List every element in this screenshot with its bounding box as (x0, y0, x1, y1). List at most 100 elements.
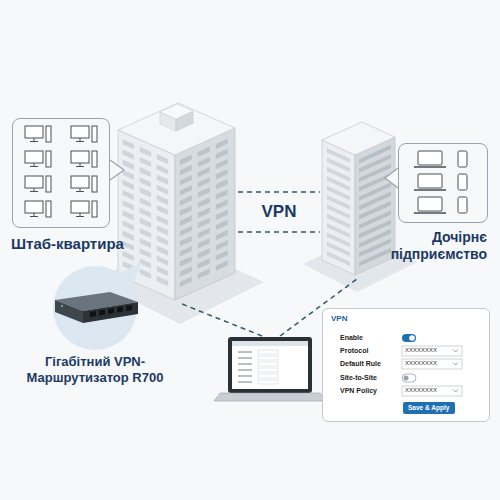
window (123, 241, 134, 251)
building-face (355, 137, 395, 275)
pc-tower (46, 176, 51, 192)
window (140, 228, 151, 238)
pc-base (30, 216, 38, 217)
pc-monitor (71, 176, 89, 188)
window (157, 164, 168, 174)
laptop-base (414, 212, 446, 214)
pc-base (76, 141, 84, 142)
pc-stand (34, 163, 35, 166)
toggle-off (402, 374, 416, 382)
pc-tower (92, 126, 97, 142)
screen-field (258, 362, 278, 366)
window (157, 266, 168, 276)
window (180, 216, 192, 226)
field-label: Default Rule (340, 360, 381, 368)
panel-ground (322, 308, 490, 422)
window-band (359, 201, 391, 220)
window (216, 199, 228, 209)
laptop-display (232, 341, 308, 389)
dashed-link (238, 191, 320, 193)
window (180, 276, 192, 286)
pc-monitor (25, 126, 43, 138)
pc-base (76, 191, 84, 192)
office-box: Дочірнє підприємство (398, 143, 488, 223)
window (180, 236, 192, 246)
window (123, 180, 134, 190)
router-port (99, 310, 105, 316)
pc-tower (46, 151, 51, 167)
router-led (61, 305, 63, 307)
window (198, 187, 210, 197)
toggle-on (402, 334, 416, 342)
pc-monitor (71, 201, 89, 213)
window (198, 268, 210, 278)
pc-monitor (25, 176, 43, 188)
window (180, 226, 192, 236)
field-value: XXXXXXXX (405, 387, 437, 394)
window (216, 260, 228, 270)
window (198, 258, 210, 268)
dropdown-chevron (453, 363, 458, 366)
office-box: Штаб-квартира (12, 118, 110, 228)
window (216, 179, 228, 189)
window-band (359, 238, 391, 257)
pc-group (25, 126, 97, 217)
window-band (359, 173, 391, 192)
pc-tower (46, 126, 51, 142)
window-band (359, 229, 391, 248)
callout-pointer (385, 168, 398, 188)
settings-panel-art (322, 308, 490, 422)
window (198, 177, 210, 187)
screen-line (238, 357, 252, 359)
pc-monitor (71, 151, 89, 163)
laptop-base (414, 189, 446, 191)
pc-base (30, 141, 38, 142)
screen-field (258, 350, 278, 354)
window (216, 230, 228, 240)
window (140, 238, 151, 248)
screen-line (238, 369, 252, 371)
window (123, 190, 134, 200)
window (216, 149, 228, 159)
pc-stand (80, 138, 81, 141)
screen-bar (232, 341, 308, 346)
phone (458, 174, 467, 190)
window (123, 210, 134, 220)
window (157, 276, 168, 286)
window (216, 138, 228, 148)
window (140, 218, 151, 228)
laptop-base (214, 393, 326, 401)
field-label: VPN Policy (340, 387, 377, 395)
router-side (83, 302, 138, 323)
window-band (359, 154, 391, 173)
router-port (126, 305, 132, 311)
window (157, 154, 168, 164)
screen-line (238, 375, 252, 377)
window (180, 246, 192, 256)
field-value: XXXXXXXX (405, 360, 437, 367)
pc-stand (80, 213, 81, 216)
window (216, 250, 228, 260)
branch-building (322, 122, 395, 275)
dropdown-chevron (453, 350, 458, 353)
dashed-link (182, 304, 262, 336)
window (123, 160, 134, 170)
window (140, 208, 151, 218)
window-band (359, 210, 391, 229)
pc-base (76, 216, 84, 217)
field-label: Enable (340, 334, 363, 342)
building-face (175, 128, 235, 300)
window-band (359, 248, 391, 267)
building-face (322, 140, 355, 275)
apply-button: Save & Apply (403, 402, 455, 414)
laptop-screen (418, 197, 442, 211)
panel-heading: VPN (331, 314, 347, 324)
bubble (53, 266, 137, 350)
window (216, 220, 228, 230)
pc-tower (46, 201, 51, 217)
pc-monitor (25, 151, 43, 163)
pc-stand (34, 213, 35, 216)
dropdown-box (402, 386, 462, 396)
pc-tower (92, 151, 97, 167)
